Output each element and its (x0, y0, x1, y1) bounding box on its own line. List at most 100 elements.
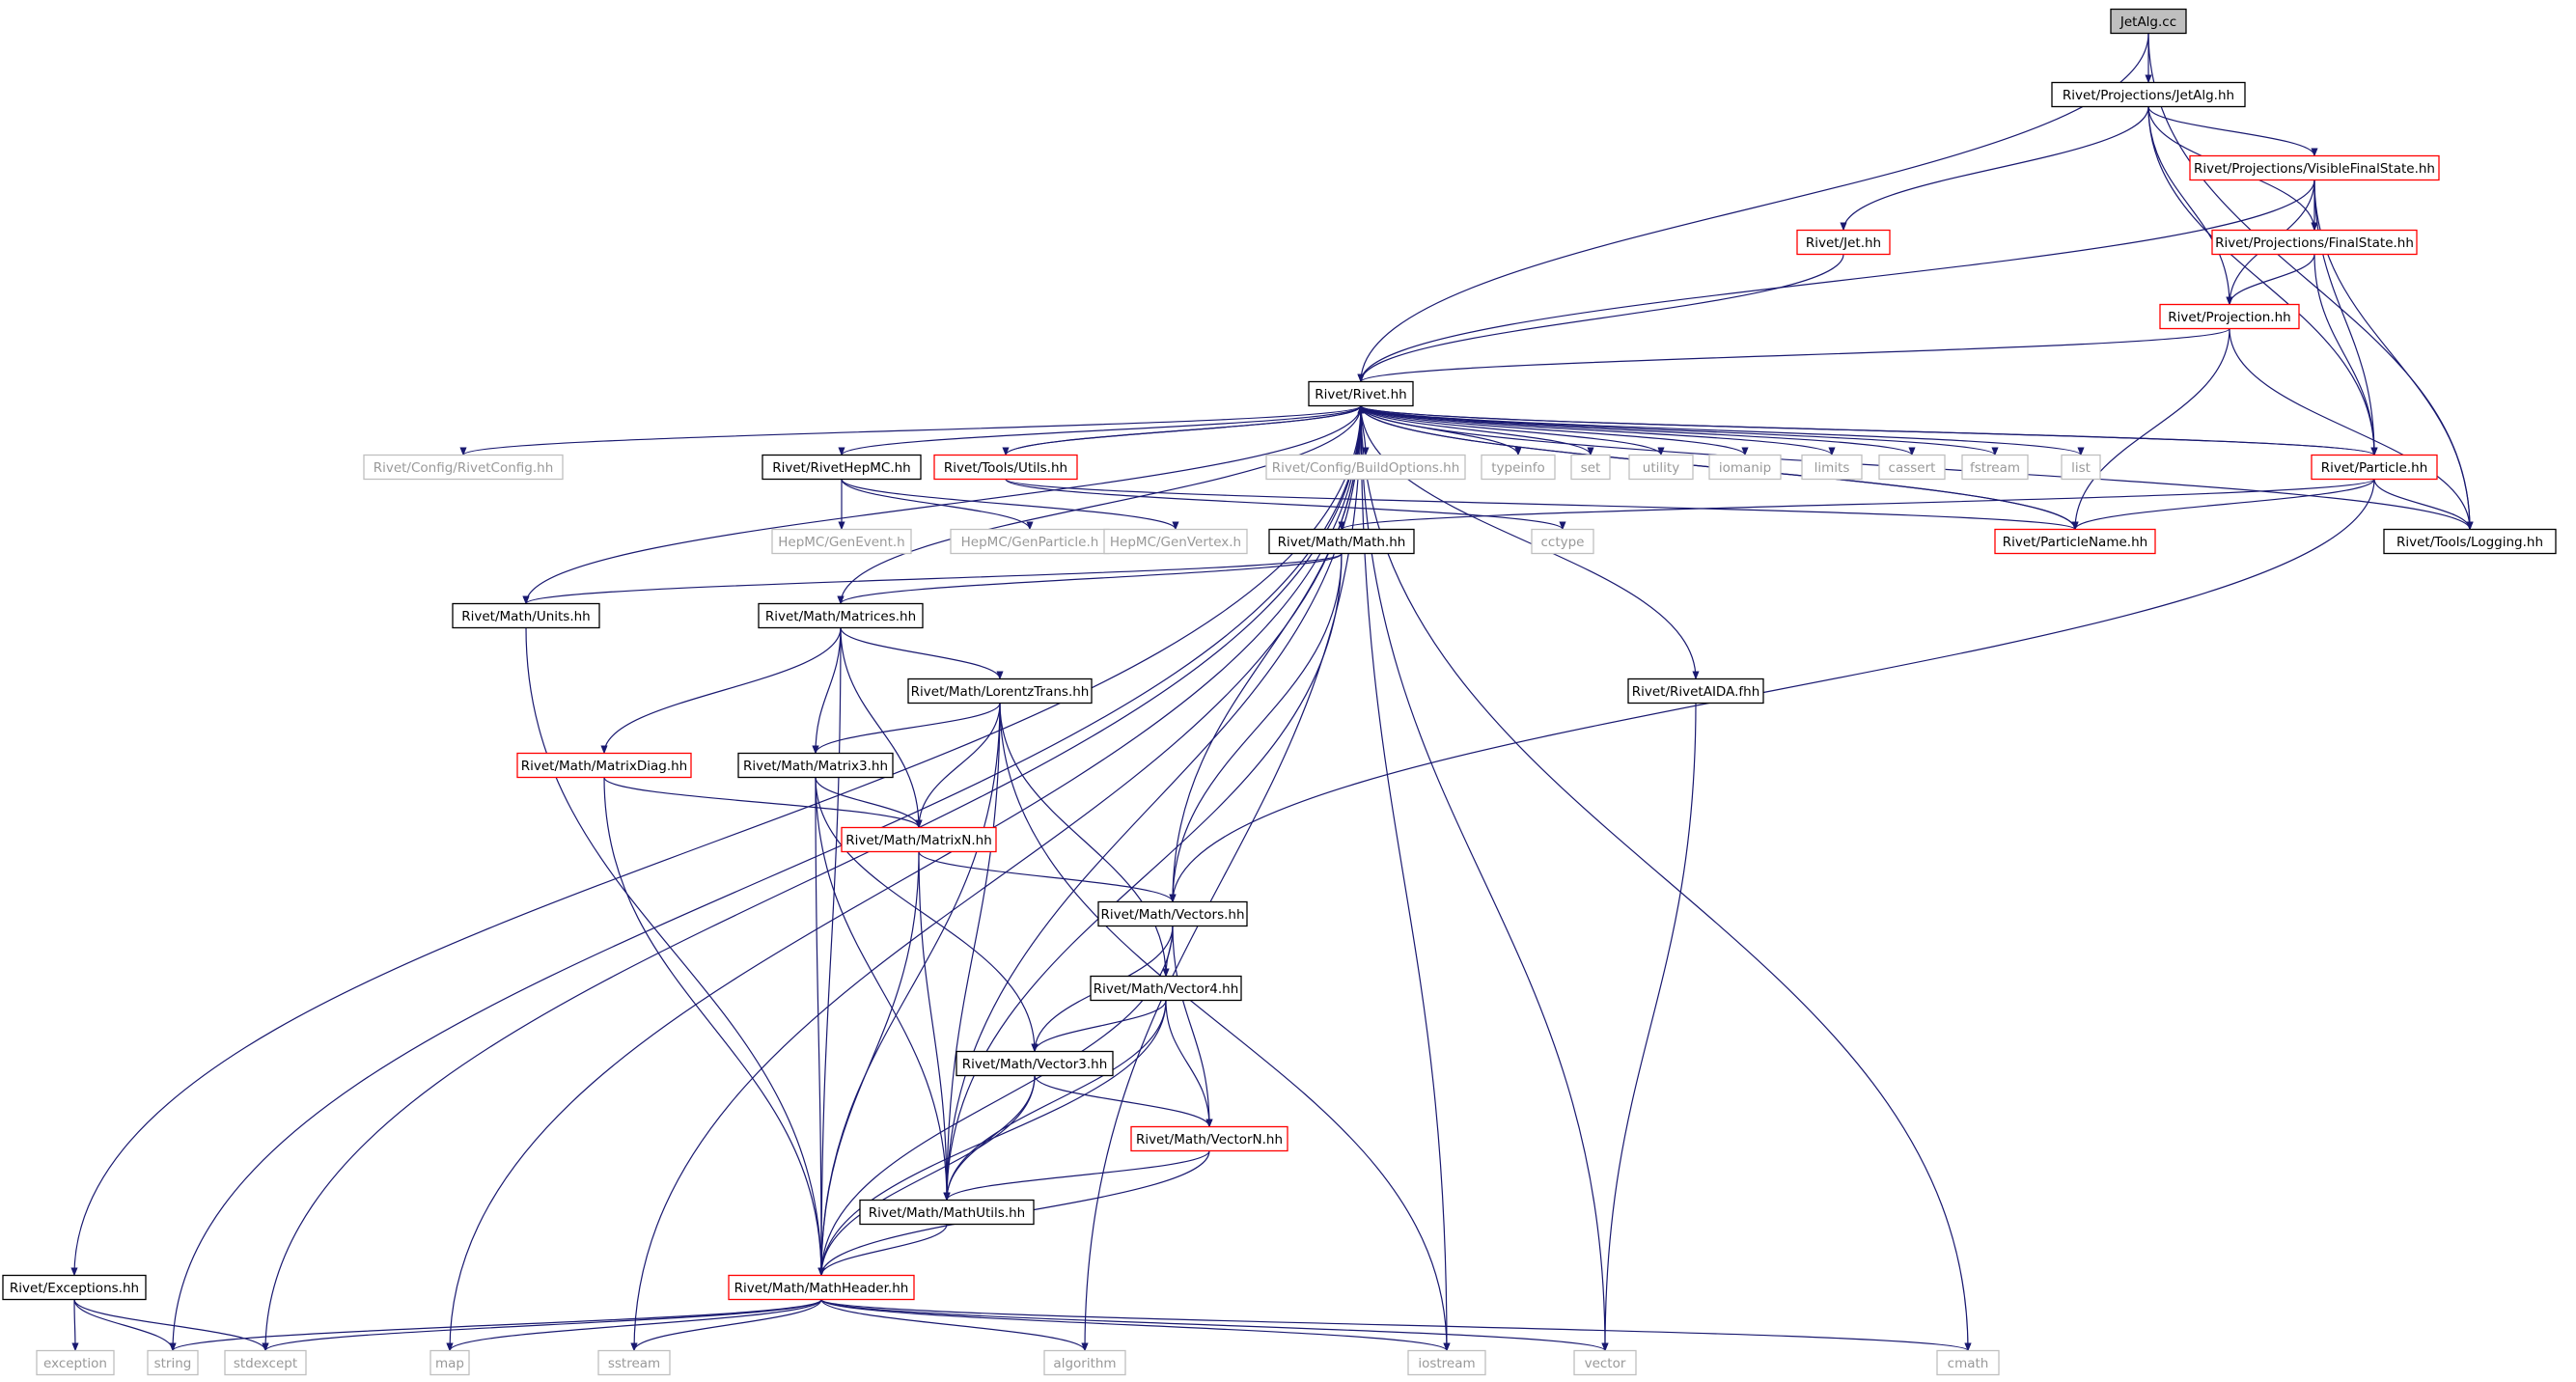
node-projection[interactable]: Rivet/Projection.hh (2159, 303, 2300, 330)
node-utils[interactable]: Rivet/Tools/Utils.hh (933, 454, 1078, 481)
node-box (950, 528, 1110, 555)
node-box (2051, 81, 2246, 108)
edge-mathheader-to-algorithm (820, 1299, 1089, 1352)
node-matrices[interactable]: Rivet/Math/Matrices.hh (758, 602, 924, 629)
node-box (1961, 454, 2029, 481)
node-label: Rivet/Rivet.hh (1315, 387, 1406, 402)
node-rivet[interactable]: Rivet/Rivet.hh (1308, 380, 1414, 407)
node-vectors[interactable]: Rivet/Math/Vectors.hh (1097, 900, 1248, 927)
node-cassert[interactable]: cassert (1878, 454, 1946, 481)
edge-vector3-to-mathheader (817, 1075, 1036, 1277)
node-box (1268, 528, 1415, 555)
node-units[interactable]: Rivet/Math/Units.hh (452, 602, 600, 629)
edge-matrices-to-matrixdiag (600, 627, 842, 755)
node-box (2211, 229, 2418, 256)
node-hepmc[interactable]: Rivet/RivetHepMC.hh (762, 454, 922, 481)
node-label: cmath (1948, 1356, 1989, 1371)
node-vectorn[interactable]: Rivet/Math/VectorN.hh (1130, 1125, 1288, 1152)
edge-rivet-to-list (1360, 404, 2085, 456)
node-label: stdexcept (234, 1356, 297, 1371)
edge-vectors-to-vectorn (1172, 926, 1213, 1128)
node-box (1308, 380, 1414, 407)
node-math[interactable]: Rivet/Math/Math.hh (1268, 528, 1415, 555)
edge-matrixdiag-to-matrixn (603, 777, 923, 829)
node-label: Rivet/Jet.hh (1806, 235, 1881, 251)
node-buildopts[interactable]: Rivet/Config/BuildOptions.hh (1265, 454, 1466, 481)
node-box (2383, 528, 2557, 555)
node-particle[interactable]: Rivet/Particle.hh (2311, 454, 2438, 481)
node-box (2061, 454, 2101, 481)
node-genvertex[interactable]: HepMC/GenVertex.h (1103, 528, 1248, 555)
edge-matrix3-to-mathutils (815, 777, 951, 1202)
node-string[interactable]: string (147, 1349, 199, 1376)
edge-mathheader-to-stdexcept (262, 1298, 822, 1352)
node-box (1708, 454, 1782, 481)
node-vfs[interactable]: Rivet/Projections/VisibleFinalState.hh (2189, 154, 2440, 181)
node-iomanip[interactable]: iomanip (1708, 454, 1782, 481)
edges-layer (70, 33, 2474, 1352)
node-logging[interactable]: Rivet/Tools/Logging.hh (2383, 528, 2557, 555)
node-label: Rivet/Particle.hh (2321, 460, 2428, 476)
node-label: limits (1814, 460, 1850, 476)
node-box (1090, 975, 1242, 1002)
node-label: Rivet/Math/MatrixN.hh (845, 833, 992, 848)
node-stdexcept[interactable]: stdexcept (224, 1349, 307, 1376)
node-set[interactable]: set (1570, 454, 1611, 481)
node-cmath[interactable]: cmath (1936, 1349, 2000, 1376)
node-jetalg_cc[interactable]: JetAlg.cc (2110, 8, 2187, 35)
edge-vector3-to-vectorn (1034, 1075, 1213, 1128)
node-limits[interactable]: limits (1801, 454, 1863, 481)
node-particlename[interactable]: Rivet/ParticleName.hh (1994, 528, 2156, 555)
edge-rivet-to-fstream (1360, 404, 1999, 456)
node-box (907, 677, 1093, 705)
node-fs[interactable]: Rivet/Projections/FinalState.hh (2211, 229, 2418, 256)
node-box (771, 528, 912, 555)
edge-hepmc-to-genparticle (841, 479, 1034, 531)
node-mathheader[interactable]: Rivet/Math/MathHeader.hh (728, 1274, 915, 1301)
node-vector[interactable]: vector (1573, 1349, 1637, 1376)
node-lorentz[interactable]: Rivet/Math/LorentzTrans.hh (907, 677, 1093, 705)
node-jetalg_hh[interactable]: Rivet/Projections/JetAlg.hh (2051, 81, 2246, 108)
node-label: Rivet/RivetAIDA.fhh (1632, 684, 1760, 700)
node-matrixdiag[interactable]: Rivet/Math/MatrixDiag.hh (516, 752, 692, 779)
node-exceptions[interactable]: Rivet/Exceptions.hh (2, 1274, 147, 1301)
edge-particle-to-rivet (1357, 404, 2375, 456)
node-vector3[interactable]: Rivet/Math/Vector3.hh (956, 1050, 1114, 1077)
node-jet[interactable]: Rivet/Jet.hh (1796, 229, 1891, 256)
node-sstream[interactable]: sstream (597, 1349, 671, 1376)
node-cctype[interactable]: cctype (1531, 528, 1594, 555)
node-label: typeinfo (1491, 460, 1544, 476)
node-label: JetAlg.cc (2119, 14, 2176, 30)
node-mathutils[interactable]: Rivet/Math/MathUtils.hh (859, 1199, 1035, 1226)
nodes-layer: JetAlg.ccRivet/Projections/JetAlg.hhRive… (2, 8, 2557, 1376)
edge-lorentz-to-matrix3 (812, 703, 1001, 755)
node-label: Rivet/Projection.hh (2168, 310, 2290, 325)
edge-lorentz-to-mathutils (943, 703, 1001, 1202)
node-box (36, 1349, 115, 1376)
node-list[interactable]: list (2061, 454, 2101, 481)
node-genevent[interactable]: HepMC/GenEvent.h (771, 528, 912, 555)
node-vector4[interactable]: Rivet/Math/Vector4.hh (1090, 975, 1242, 1002)
node-box (2189, 154, 2440, 181)
node-typeinfo[interactable]: typeinfo (1481, 454, 1556, 481)
node-box (1570, 454, 1611, 481)
node-map[interactable]: map (429, 1349, 470, 1376)
node-utility[interactable]: utility (1628, 454, 1694, 481)
node-aida[interactable]: Rivet/RivetAIDA.fhh (1627, 677, 1764, 705)
node-box (1265, 454, 1466, 481)
node-matrixn[interactable]: Rivet/Math/MatrixN.hh (841, 826, 997, 853)
node-iostream[interactable]: iostream (1407, 1349, 1486, 1376)
edge-math-to-vectors (1169, 553, 1343, 903)
node-matrix3[interactable]: Rivet/Math/Matrix3.hh (737, 752, 894, 779)
node-box (1628, 454, 1694, 481)
node-box (429, 1349, 470, 1376)
node-fstream[interactable]: fstream (1961, 454, 2029, 481)
node-exception[interactable]: exception (36, 1349, 115, 1376)
node-rivetconfig[interactable]: Rivet/Config/RivetConfig.hh (363, 454, 564, 481)
node-box (2, 1274, 147, 1301)
edge-math-to-matrices (837, 552, 1343, 605)
node-algorithm[interactable]: algorithm (1043, 1349, 1126, 1376)
node-genparticle[interactable]: HepMC/GenParticle.h (950, 528, 1110, 555)
edge-lorentz-to-vector4 (999, 703, 1170, 978)
